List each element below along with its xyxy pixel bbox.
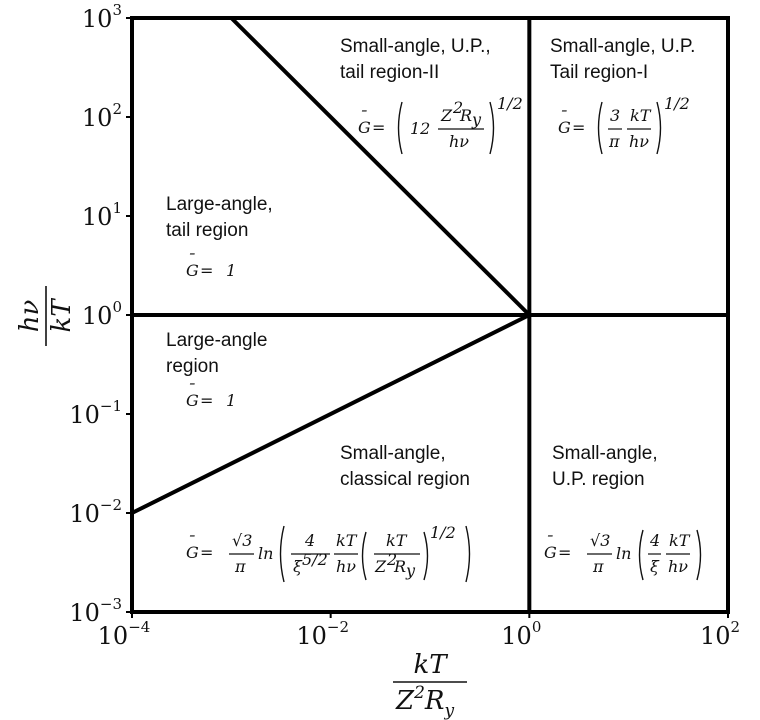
svg-text:kT: kT xyxy=(47,298,77,333)
svg-text:ξ: ξ xyxy=(293,557,303,576)
svg-text:R: R xyxy=(459,106,472,125)
x-tick-label: 10−2 xyxy=(296,618,349,650)
y-tick-label: 101 xyxy=(82,199,122,231)
svg-text:1: 1 xyxy=(226,261,236,280)
svg-text:4: 4 xyxy=(649,531,660,550)
small-angle-tail-i-title: Small-angle, U.P.Tail region-I xyxy=(550,36,695,83)
svg-text:R: R xyxy=(393,557,406,576)
svg-text:1: 1 xyxy=(226,391,236,410)
svg-text:hν: hν xyxy=(449,132,469,151)
classical-boundary-line xyxy=(131,313,531,515)
svg-text:Z: Z xyxy=(374,557,387,576)
svg-text:1/2: 1/2 xyxy=(430,523,456,542)
svg-text:kT: kT xyxy=(669,531,691,550)
svg-text:¯: ¯ xyxy=(545,532,553,551)
y-tick-label: 100 xyxy=(82,298,122,330)
svg-text:¯: ¯ xyxy=(187,250,195,269)
svg-text:¯: ¯ xyxy=(187,532,195,551)
svg-text:=: = xyxy=(572,118,585,137)
svg-text:π: π xyxy=(592,557,604,576)
svg-text:kT: kT xyxy=(413,650,448,680)
svg-text:1/2: 1/2 xyxy=(497,94,523,113)
svg-text:hν: hν xyxy=(629,132,649,151)
svg-text:√3: √3 xyxy=(232,531,252,550)
svg-text:y: y xyxy=(405,561,416,580)
formula-small-angle-up: G¯ = √3 πln 4 ξkT hν xyxy=(544,529,702,581)
y-tick-label: 10−3 xyxy=(69,595,122,627)
svg-text:4: 4 xyxy=(304,531,315,550)
svg-text:√3: √3 xyxy=(590,531,610,550)
svg-text:G: G xyxy=(186,391,199,410)
x-tick-label: 10−4 xyxy=(98,618,151,650)
svg-text:G: G xyxy=(186,543,199,562)
region-labels: Small-angle, U.P.,tail region-II Small-an… xyxy=(166,36,695,490)
svg-text:¯: ¯ xyxy=(559,107,567,126)
y-tick-label: 103 xyxy=(82,1,122,33)
svg-text:hν: hν xyxy=(336,557,356,576)
svg-text:kT: kT xyxy=(386,531,408,550)
svg-text:hν: hν xyxy=(668,557,688,576)
svg-text:1/2: 1/2 xyxy=(664,94,690,113)
svg-text:G: G xyxy=(558,118,571,137)
svg-text:ln: ln xyxy=(616,544,631,563)
svg-text:π: π xyxy=(234,557,246,576)
large-angle-tail-title: Large-angle,tail region xyxy=(166,194,273,241)
small-angle-classical-title: Small-angle,classical region xyxy=(340,443,470,490)
svg-text:hν: hν xyxy=(15,300,45,333)
svg-text:G: G xyxy=(544,543,557,562)
svg-text:ln: ln xyxy=(258,544,273,563)
svg-text:=: = xyxy=(558,543,571,562)
boundary-lines xyxy=(131,16,728,612)
formula-large-angle: G¯ = 1 xyxy=(186,380,236,410)
svg-text:=: = xyxy=(200,543,213,562)
small-angle-up-title: Small-angle,U.P. region xyxy=(552,443,658,490)
svg-text:5/2: 5/2 xyxy=(302,550,328,569)
svg-text:=: = xyxy=(200,261,213,280)
small-angle-tail-ii-title: Small-angle, U.P.,tail region-II xyxy=(340,36,491,83)
svg-text:12: 12 xyxy=(410,119,430,138)
axis-ticks: 10−4 10−2 100 102 10−3 10−2 10−1 100 101 102 103 xyxy=(69,1,740,650)
svg-text:kT: kT xyxy=(630,106,652,125)
y-tick-label: 10−1 xyxy=(69,397,122,429)
svg-text:¯: ¯ xyxy=(187,380,195,399)
svg-text:=: = xyxy=(200,391,213,410)
svg-text:ξ: ξ xyxy=(650,557,660,576)
formula-tail-i: G¯ = 3 πkT hν 1/2 xyxy=(558,94,690,155)
y-tick-label: 10−2 xyxy=(69,496,122,528)
svg-text:G: G xyxy=(358,118,371,137)
svg-text:¯: ¯ xyxy=(359,107,367,126)
svg-text:2: 2 xyxy=(386,550,397,569)
svg-text:2: 2 xyxy=(452,98,463,117)
tail-boundary-line xyxy=(229,16,531,317)
svg-text:=: = xyxy=(372,118,385,137)
svg-text:π: π xyxy=(608,132,620,151)
x-tick-label: 102 xyxy=(700,618,740,650)
svg-text:kT: kT xyxy=(336,531,358,550)
svg-text:Z: Z xyxy=(440,106,453,125)
svg-text:y: y xyxy=(471,110,482,129)
x-tick-label: 100 xyxy=(501,618,541,650)
svg-text:3: 3 xyxy=(610,106,620,125)
y-tick-label: 102 xyxy=(82,100,122,132)
svg-text:Z2Ry: Z2Ry xyxy=(395,683,454,720)
formula-large-angle-tail: G¯ = 1 xyxy=(186,250,236,280)
svg-text:G: G xyxy=(186,261,199,280)
